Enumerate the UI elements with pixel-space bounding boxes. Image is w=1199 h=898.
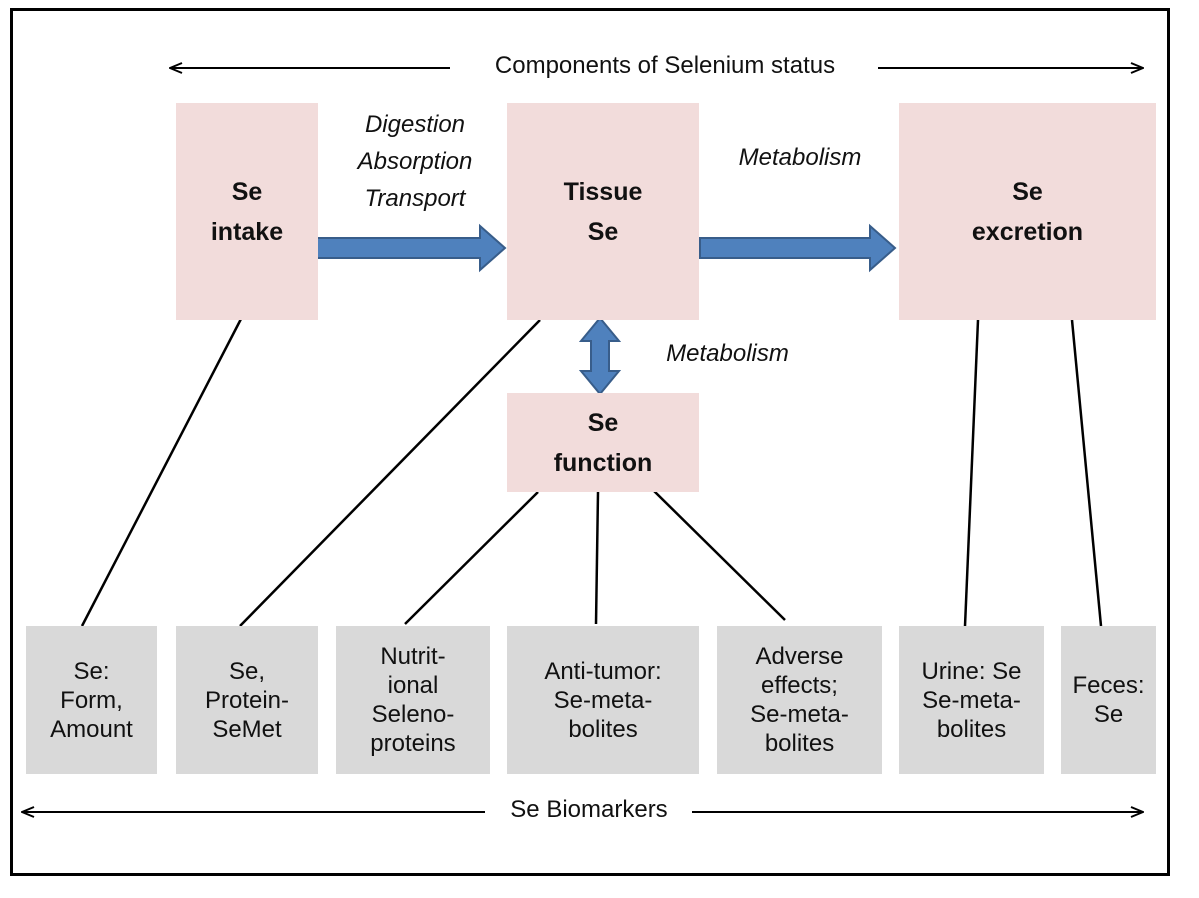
biomarker-line: Se-meta- (553, 686, 653, 714)
biomarker-line: SeMet (212, 715, 282, 743)
biomarker-se-protein-semet: Se, Protein- SeMet (176, 626, 318, 774)
biomarker-nutritional-selenoproteins: Nutrit- ional Seleno- proteins (336, 626, 490, 774)
biomarker-line: Nutrit- (380, 643, 446, 670)
biomarker-line: Adverse (755, 643, 844, 670)
flow-arrow-tissue-function (578, 316, 622, 396)
biomarker-feces: Feces: Se (1061, 626, 1156, 774)
biomarker-line: bolites (764, 730, 835, 757)
biomarker-line: Se-meta- (922, 686, 1021, 714)
biomarker-se-form-amount: Se: Form, Amount (26, 626, 157, 774)
se-function-line: Se (587, 408, 619, 437)
link-intake-form (80, 316, 244, 627)
biomarker-line: Seleno- (371, 701, 455, 728)
link-excretion-urine (963, 319, 980, 627)
tissue-se-box: Tissue Se (507, 103, 699, 320)
biomarker-line: proteins (370, 730, 456, 757)
footer-arrow-label: Se Biomarkers (492, 796, 686, 824)
biomarker-line: Se (1093, 701, 1124, 728)
biomarker-line: Urine: Se (921, 657, 1022, 685)
biomarker-line: effects; (761, 672, 838, 699)
se-intake-line: intake (210, 217, 284, 246)
header-arrow-label: Components of Selenium status (460, 52, 870, 80)
tissue-se-line: Se (587, 217, 619, 246)
process-label-line: Absorption (357, 148, 473, 175)
biomarker-line: ional (387, 672, 439, 699)
flow-arrow-intake-to-tissue (309, 223, 507, 273)
biomarker-line: Se: (73, 657, 110, 685)
biomarker-line: Feces: (1072, 672, 1145, 699)
biomarker-line: Amount (50, 715, 133, 743)
se-excretion-box: Se excretion (899, 103, 1156, 320)
biomarker-line: Anti-tumor: (544, 657, 662, 685)
se-function-line: function (553, 448, 653, 477)
se-excretion-line: Se (1012, 177, 1043, 206)
biomarker-adverse-effects: Adverse effects; Se-meta- bolites (717, 626, 882, 774)
se-function-box: Se function (507, 393, 699, 492)
process-label-metabolism-excretion: Metabolism (738, 144, 862, 171)
link-excretion-feces (1070, 319, 1103, 627)
link-function-antitumor (594, 491, 600, 625)
process-label-metabolism-function: Metabolism (666, 340, 789, 367)
biomarker-line: Se-meta- (750, 701, 849, 728)
link-tissue-protein (239, 319, 541, 627)
biomarker-line: Se, (228, 657, 266, 685)
flow-arrow-tissue-to-excretion (699, 223, 897, 273)
se-intake-line: Se (231, 177, 263, 206)
process-label-line: Digestion (364, 111, 466, 138)
process-label-digestion: Digestion Absorption Transport (330, 106, 500, 217)
se-intake-box: Se intake (176, 103, 318, 320)
diagram-frame (10, 8, 1170, 876)
biomarker-line: Form, (60, 686, 123, 714)
biomarker-line: bolites (936, 715, 1007, 743)
link-function-adverse (652, 489, 786, 621)
process-label-line: Transport (364, 185, 466, 212)
se-excretion-line: excretion (971, 217, 1084, 246)
biomarker-line: bolites (568, 715, 638, 743)
biomarker-urine: Urine: Se Se-meta- bolites (899, 626, 1044, 774)
tissue-se-line: Tissue (563, 177, 643, 206)
link-function-nutritional (404, 491, 539, 625)
biomarker-line: Protein- (204, 686, 290, 714)
biomarker-anti-tumor: Anti-tumor: Se-meta- bolites (507, 626, 699, 774)
